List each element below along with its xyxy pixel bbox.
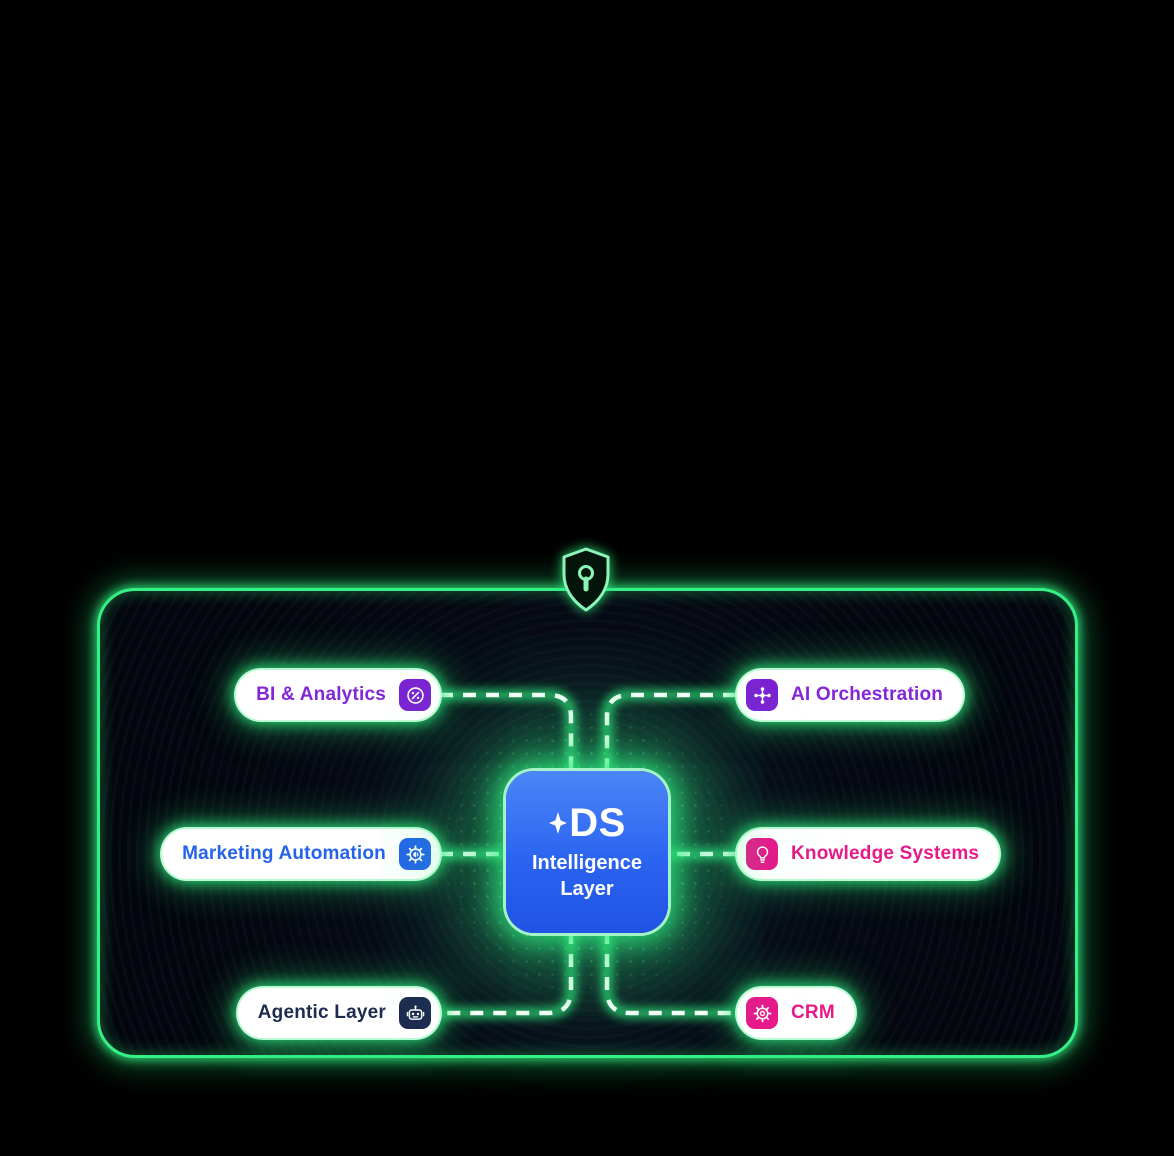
node-knowledge-systems: Knowledge Systems — [737, 829, 1000, 879]
node-label: Knowledge Systems — [791, 843, 980, 864]
node-bi-analytics: BI & Analytics — [236, 670, 440, 720]
network-nodes-icon — [746, 679, 778, 711]
hub-label-line1: Intelligence — [531, 851, 643, 874]
ds-logo: DS — [548, 803, 626, 843]
node-agentic-layer: Agentic Layer — [237, 988, 440, 1038]
node-label: BI & Analytics — [256, 684, 386, 705]
node-label: CRM — [791, 1002, 835, 1023]
gear-megaphone-icon — [399, 838, 431, 870]
sparkle-icon — [549, 811, 568, 834]
gear-profile-icon — [746, 997, 778, 1029]
robot-head-icon — [399, 997, 431, 1029]
ds-logo-text: DS — [569, 800, 626, 845]
node-label: AI Orchestration — [791, 684, 944, 705]
percentage-pie-icon — [399, 679, 431, 711]
hub-label-line2: Layer — [560, 877, 614, 900]
hub-label: Intelligence Layer — [532, 850, 642, 902]
node-ai-orchestration: AI Orchestration — [737, 670, 964, 720]
node-label: Marketing Automation — [182, 843, 386, 864]
node-marketing-automation: Marketing Automation — [162, 829, 440, 879]
intelligence-layer-hub: DS Intelligence Layer — [506, 771, 668, 933]
node-label: Agentic Layer — [257, 1002, 386, 1023]
node-crm: CRM — [737, 988, 855, 1038]
shield-keyhole-icon — [562, 547, 610, 612]
lightbulb-idea-icon — [746, 838, 778, 870]
